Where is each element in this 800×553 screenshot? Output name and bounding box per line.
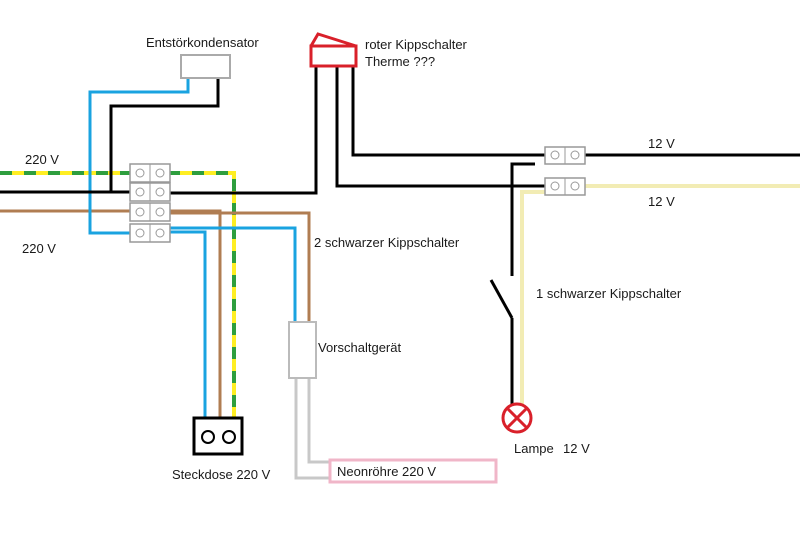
red-rocker-switch [309, 32, 358, 68]
blue-wires [88, 78, 297, 418]
black-wires [0, 66, 800, 405]
terminal-block-6 [544, 177, 586, 196]
terminal-block-2 [129, 182, 171, 202]
brown-wires [0, 209, 311, 418]
label-voltage-right-bottom: 12 V [648, 194, 675, 209]
socket [192, 416, 244, 456]
label-lamp: Lampe [514, 441, 554, 456]
earth-wire [0, 171, 236, 418]
terminal-block-4 [129, 223, 171, 243]
terminal-block-5 [544, 146, 586, 165]
label-ballast: Vorschaltgerät [318, 340, 401, 355]
gray-wires [294, 378, 330, 480]
cream-wire [520, 184, 800, 405]
label-capacitor: Entstörkondensator [146, 35, 259, 50]
label-red-switch-1: roter Kippschalter [365, 37, 468, 52]
label-neon-tube: Neonröhre 220 V [337, 464, 436, 479]
lamp-symbol [501, 402, 533, 434]
neon-tube-box [328, 458, 498, 484]
terminal-block-1 [129, 163, 171, 183]
label-voltage-right-top: 12 V [648, 136, 675, 151]
label-lamp-voltage: 12 V [563, 441, 590, 456]
terminal-block-3 [129, 202, 171, 222]
label-voltage-left: 220 V [22, 241, 56, 256]
capacitor-box [180, 54, 231, 79]
label-switch-1: 1 schwarzer Kippschalter [536, 286, 682, 301]
label-voltage-top-left: 220 V [25, 152, 59, 167]
label-switch-2: 2 schwarzer Kippschalter [314, 235, 460, 250]
ballast-box [288, 321, 317, 379]
label-red-switch-2: Therme ??? [365, 54, 435, 69]
label-socket: Steckdose 220 V [172, 467, 271, 482]
